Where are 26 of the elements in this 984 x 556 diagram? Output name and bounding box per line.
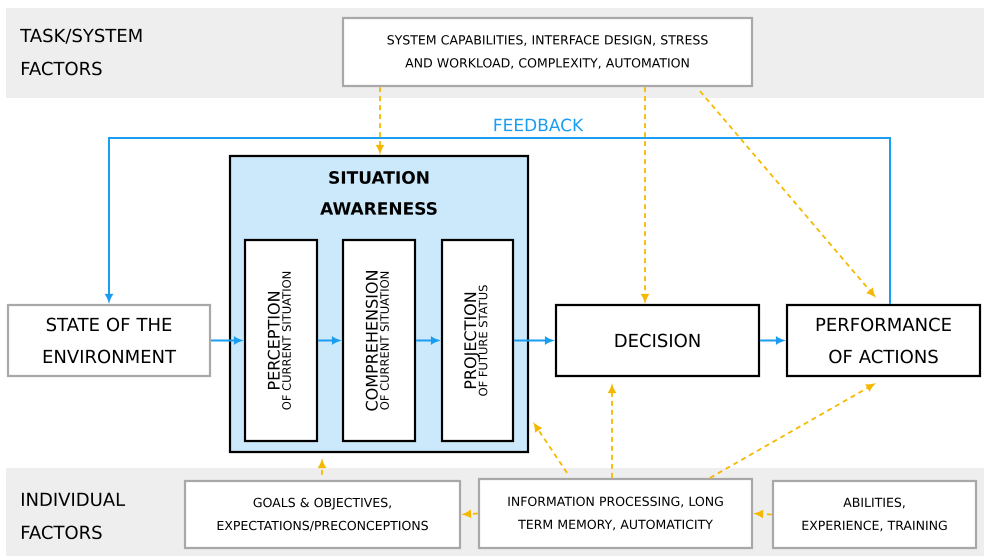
arrow <box>318 336 340 344</box>
factor-box: ABILITIES, EXPERIENCE, TRAINING <box>772 480 978 550</box>
arrow <box>514 336 552 344</box>
process-box: DECISION <box>554 304 760 378</box>
level-box: COMPREHENSION OF CURRENT SITUATION <box>342 238 416 442</box>
arrow <box>463 510 478 518</box>
process-box: PERFORMANCE OF ACTIONS <box>786 304 982 378</box>
arrow <box>211 336 242 344</box>
arrow <box>699 90 875 296</box>
arrow <box>755 510 772 518</box>
arrow <box>641 87 649 302</box>
factor-box: INFORMATION PROCESSING, LONG TERM MEMORY, AUTOMATICITY <box>478 478 754 550</box>
level-box: PROJECTION OF FUTURE STATUS <box>440 238 514 442</box>
arrow <box>534 424 568 474</box>
arrow <box>318 460 326 475</box>
level-box: PERCEPTION OF CURRENT SITUATION <box>244 238 318 442</box>
arrow <box>376 87 384 153</box>
arrow <box>760 336 784 344</box>
arrow <box>710 384 874 479</box>
arrow <box>416 336 438 344</box>
factor-box: GOALS & OBJECTIVES, EXPECTATIONS/PRECONCEPTIONS <box>184 480 462 550</box>
arrow <box>105 137 891 304</box>
edge-label: FEEDBACK <box>490 116 586 134</box>
factor-box: SYSTEM CAPABILITIES, INTERFACE DESIGN, STRESS AND WORKLOAD, COMPLEXITY, AUTOMATION <box>342 16 754 88</box>
arrow <box>608 385 616 478</box>
state-box: STATE OF THE ENVIRONMENT <box>6 304 212 378</box>
